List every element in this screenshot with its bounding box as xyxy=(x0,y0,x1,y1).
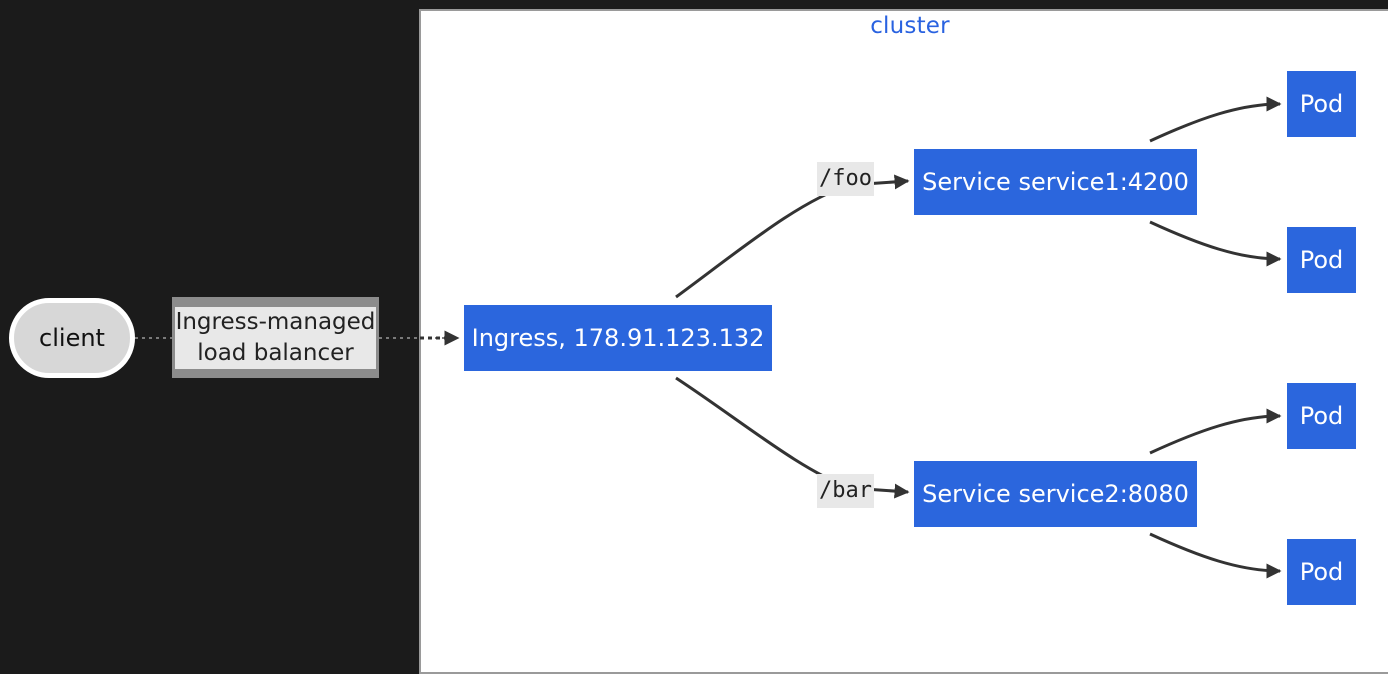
edge-label-bar: /bar xyxy=(817,474,874,508)
ingress-node: Ingress, 178.91.123.132 xyxy=(464,305,772,371)
cluster-title: cluster xyxy=(870,13,950,39)
edge-ingress-to-service1 xyxy=(675,174,910,299)
pod-node-4: Pod xyxy=(1287,539,1356,605)
edge-label-foo: /foo xyxy=(817,162,874,196)
pod-node-3: Pod xyxy=(1287,383,1356,449)
client-node: client xyxy=(9,298,135,378)
service2-node: Service service2:8080 xyxy=(914,461,1197,527)
pod-node-2: Pod xyxy=(1287,227,1356,293)
edge-service1-to-pod1 xyxy=(1149,96,1282,143)
service1-node: Service service1:4200 xyxy=(914,149,1197,215)
edge-service2-to-pod3 xyxy=(1149,408,1282,455)
edge-service1-to-pod2 xyxy=(1149,220,1282,267)
load-balancer-node: Ingress-managed load balancer xyxy=(172,297,379,378)
load-balancer-label: Ingress-managed load balancer xyxy=(174,306,377,369)
pod-node-1: Pod xyxy=(1287,71,1356,137)
edge-service2-to-pod4 xyxy=(1149,532,1282,579)
